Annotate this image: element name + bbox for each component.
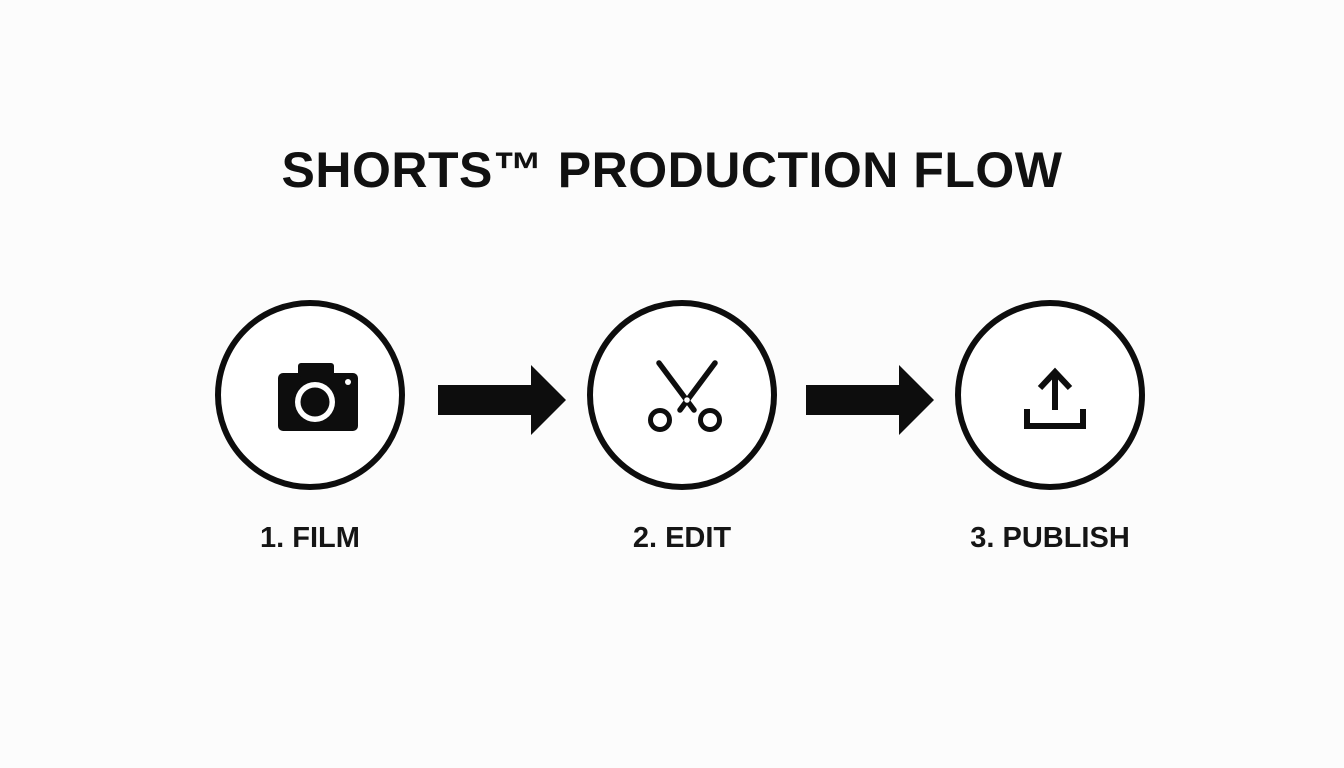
scissors-icon — [648, 360, 722, 432]
upload-icon — [1024, 367, 1086, 429]
diagram-title: SHORTS™ PRODUCTION FLOW — [281, 142, 1063, 198]
step-edit-circle — [587, 300, 777, 490]
arrow-right-icon — [806, 365, 934, 435]
step-label-film: 1. FILM — [260, 522, 360, 554]
step-label-publish: 3. PUBLISH — [970, 522, 1130, 554]
step-film-circle — [215, 300, 405, 490]
arrow-right-icon — [438, 365, 566, 435]
step-label-edit: 2. EDIT — [632, 522, 732, 554]
camera-icon — [278, 363, 358, 431]
step-publish-circle — [955, 300, 1145, 490]
